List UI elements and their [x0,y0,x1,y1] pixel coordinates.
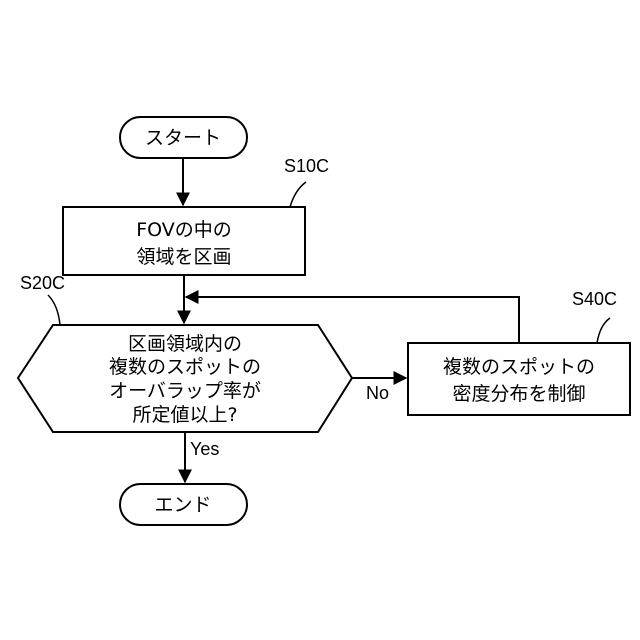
s10c-step-id: S10C [284,156,329,176]
end-label: エンド [154,494,211,516]
s40c-line-1: 複数のスポットの [443,356,595,378]
decision-s20c: 区画領域内の 複数のスポットの オーバラップ率が 所定値以上? [18,325,352,432]
start-terminal: スタート [120,117,247,158]
s10c-line-2: 領域を区画 [136,246,231,268]
s20c-line-1: 区画領域内の [128,333,242,355]
s40c-line-2: 密度分布を制御 [452,383,585,405]
s40c-step-id: S40C [572,289,617,309]
s20c-line-4: 所定値以上? [132,404,237,426]
s10c-line-1: FOVの中の [136,219,232,241]
start-label: スタート [145,127,221,149]
s10c-leader-line [290,182,306,207]
s20c-line-2: 複数のスポットの [109,356,261,378]
end-terminal: エンド [120,484,247,525]
process-step-s40c: 複数のスポットの 密度分布を制御 [408,343,630,415]
s20c-leader-line [48,295,60,325]
s20c-line-3: オーバラップ率が [109,380,261,402]
s20c-step-id: S20C [20,273,65,293]
process-step-s10c: FOVの中の 領域を区画 [63,207,305,275]
yes-branch-label: Yes [190,439,219,459]
s40c-leader-line [597,318,610,343]
no-branch-label: No [366,383,389,403]
